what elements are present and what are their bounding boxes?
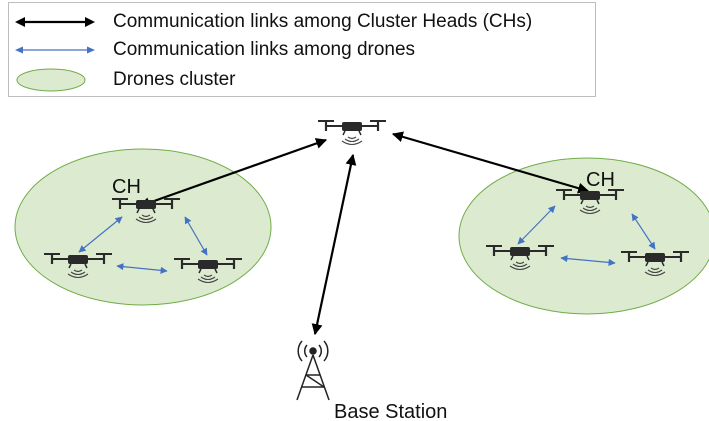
drone-link [631, 213, 656, 250]
legend: Communication links among Cluster Heads … [8, 2, 596, 97]
legend-label-drone-links: Communication links among drones [113, 39, 416, 60]
central-drone-icon [316, 119, 388, 146]
legend-item-drones-cluster: Drones cluster [9, 67, 595, 93]
right-drones-cluster [458, 157, 709, 315]
drone-link [78, 216, 123, 253]
drone-link [184, 216, 208, 256]
legend-item-drone-links: Communication links among drones [9, 37, 595, 63]
ch-link-legend-symbol [15, 17, 95, 27]
cluster-legend-symbol [16, 68, 86, 92]
ch-link-left [138, 138, 328, 208]
drone-link-legend-symbol [15, 46, 95, 54]
drone-link [560, 255, 616, 266]
legend-label-drones-cluster: Drones cluster [113, 69, 236, 90]
drone-link [116, 263, 168, 274]
drone-link [517, 205, 556, 245]
left-cluster-head-label: CH [112, 176, 141, 198]
legend-item-ch-links: Communication links among Cluster Heads … [9, 9, 595, 35]
legend-label-ch-links: Communication links among Cluster Heads … [113, 11, 533, 32]
base-station-tower-icon [296, 340, 330, 401]
right-cluster-head-label: CH [586, 169, 615, 191]
base-station-label: Base Station [334, 401, 447, 421]
ch-link-base-station [311, 153, 357, 336]
ch-link-right [391, 131, 590, 194]
